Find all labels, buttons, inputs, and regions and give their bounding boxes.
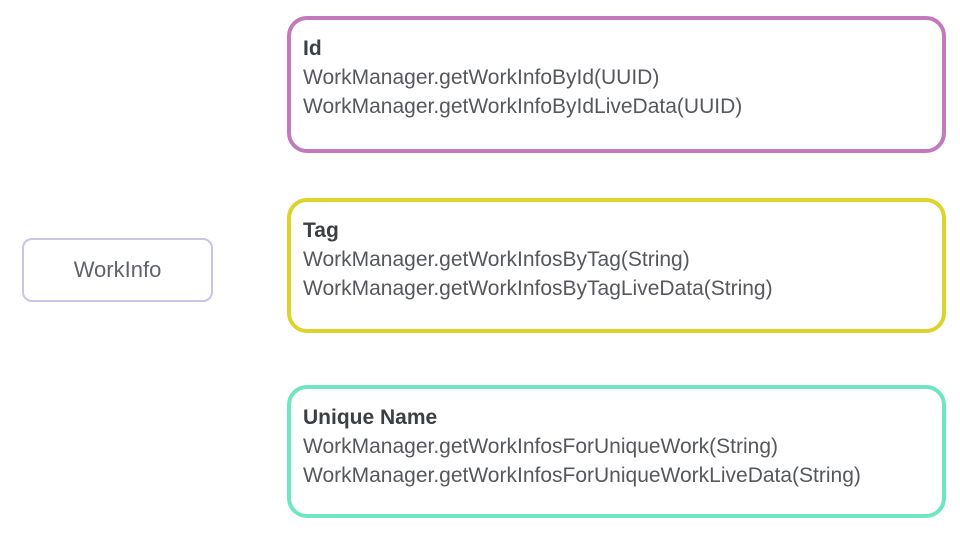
method-getworkinfosforuniquework: WorkManager.getWorkInfosForUniqueWork(St… xyxy=(303,435,779,458)
method-getworkinfosforuniqueworklivedata: WorkManager.getWorkInfosForUniqueWorkLiv… xyxy=(303,464,861,487)
workinfo-entity-label: WorkInfo xyxy=(73,257,162,282)
tag-query-card: Tag WorkManager.getWorkInfosByTag(String… xyxy=(287,198,946,333)
tag-card-title: Tag xyxy=(303,219,339,242)
method-getworkinfosbytag: WorkManager.getWorkInfosByTag(String) xyxy=(303,248,690,271)
method-getworkinfobyidlivedata: WorkManager.getWorkInfoByIdLiveData(UUID… xyxy=(303,95,743,118)
unique-name-query-card: Unique Name WorkManager.getWorkInfosForU… xyxy=(287,385,946,518)
method-getworkinfosbytaglivedata: WorkManager.getWorkInfosByTagLiveData(St… xyxy=(303,277,773,300)
unique-name-card-title: Unique Name xyxy=(303,406,438,429)
id-query-card: Id WorkManager.getWorkInfoById(UUID) Wor… xyxy=(287,16,946,153)
method-getworkinfobyid: WorkManager.getWorkInfoById(UUID) xyxy=(303,66,660,89)
workinfo-entity-box: WorkInfo xyxy=(22,238,213,302)
id-card-title: Id xyxy=(303,37,322,60)
